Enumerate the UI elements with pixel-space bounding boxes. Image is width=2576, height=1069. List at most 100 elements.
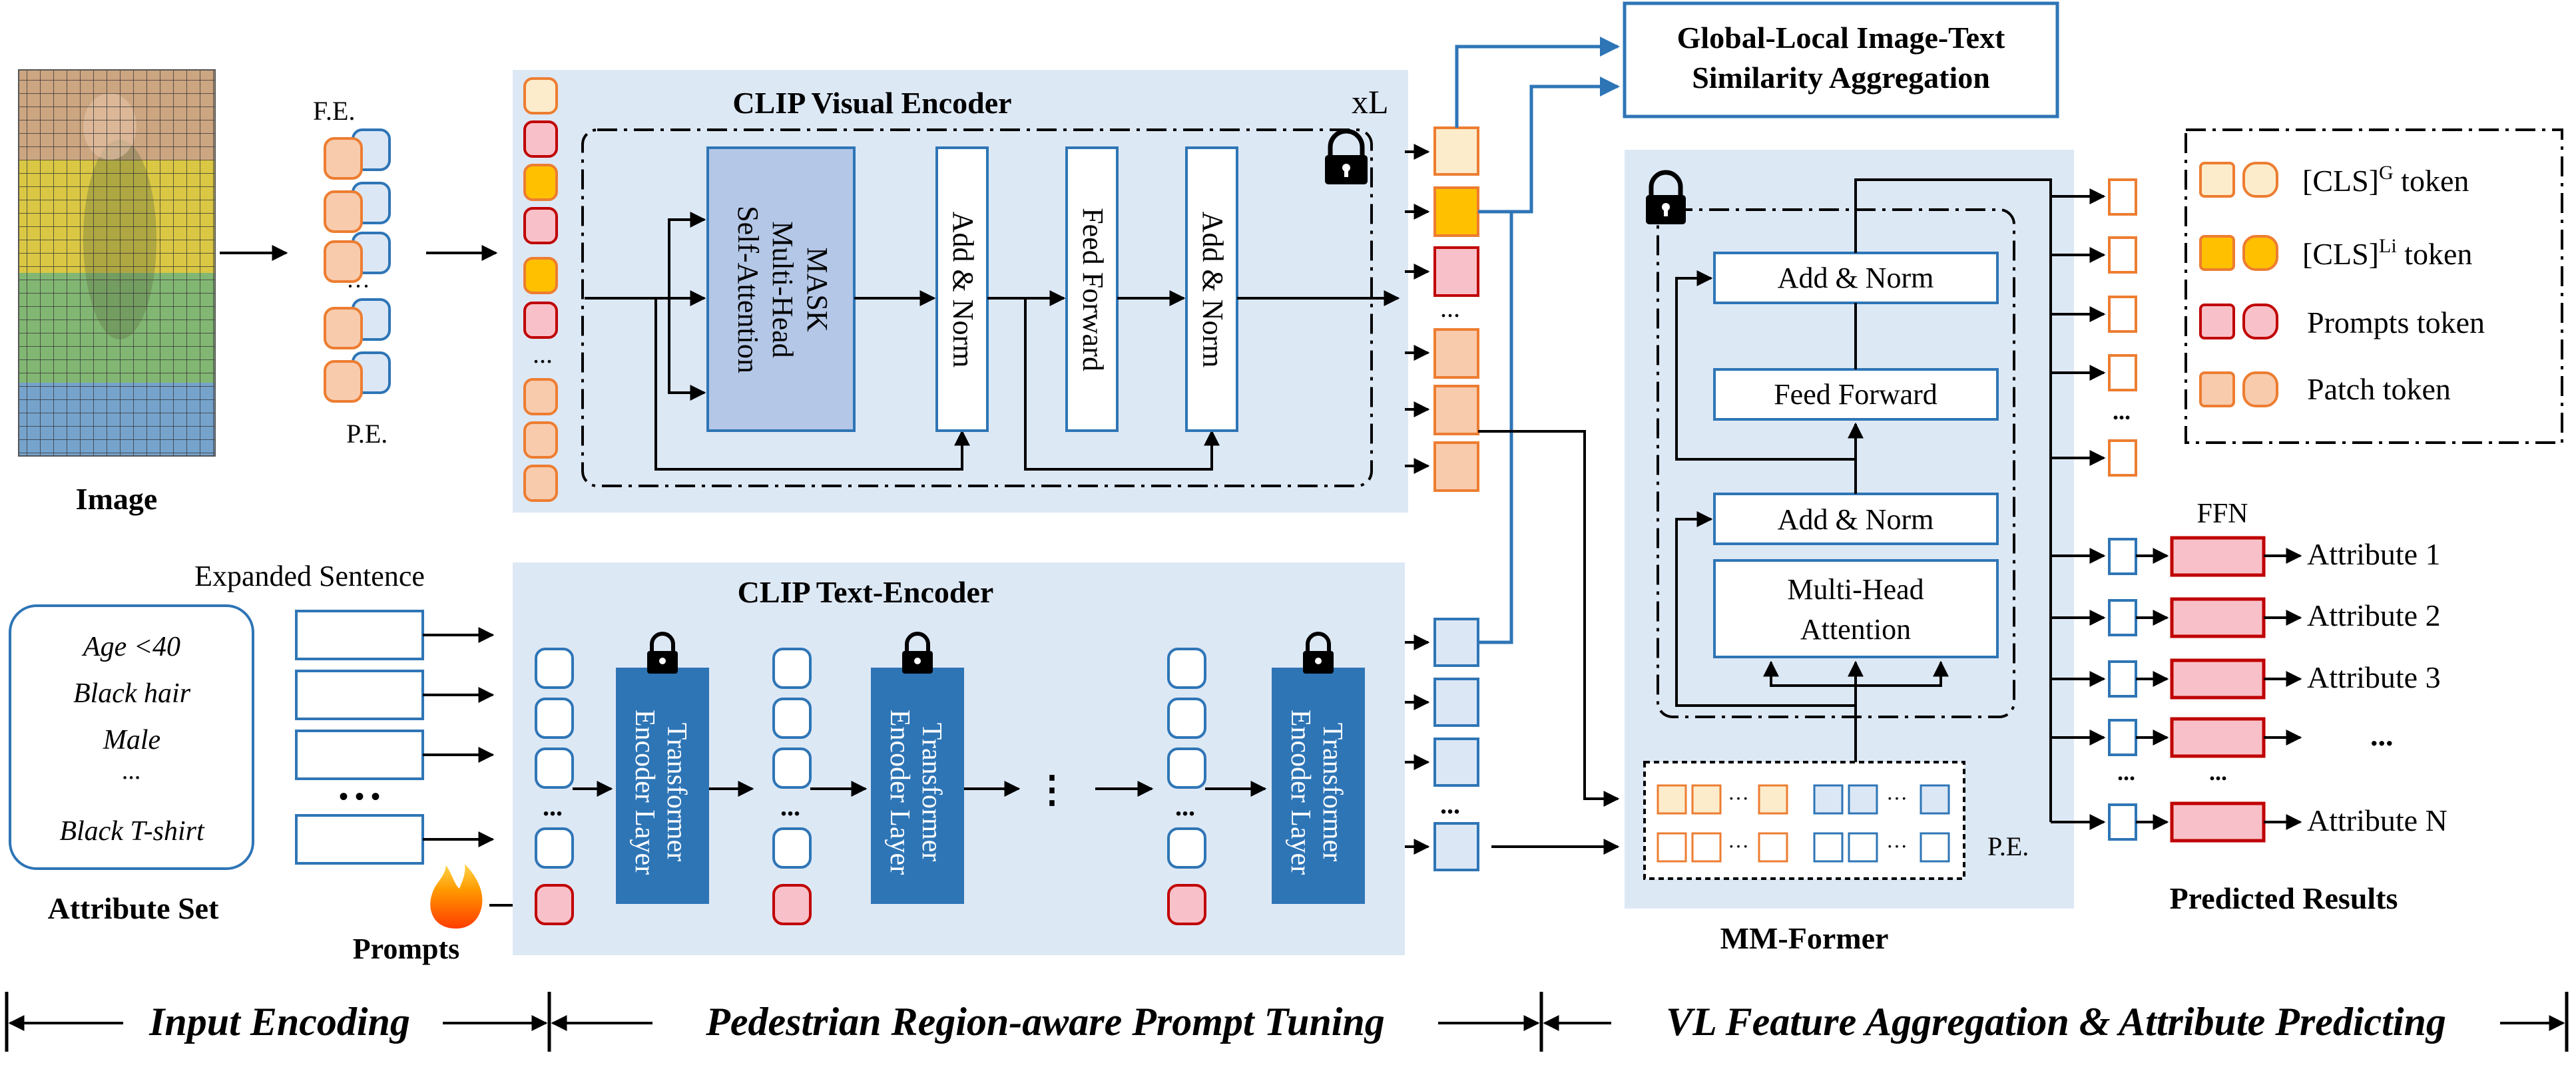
mm-token-dots: ··· <box>1886 786 1908 810</box>
lock-icon <box>1325 128 1368 184</box>
attribute-2-label: Attribute 2 <box>2307 598 2441 632</box>
visual-encoder-title: CLIP Visual Encoder <box>732 86 1011 120</box>
svg-text:Multi-Head: Multi-Head <box>766 221 799 357</box>
repeat-label: xL <box>1352 83 1389 120</box>
transformer-layer-3-label: Transformer Encoder Layer <box>1285 710 1348 875</box>
stage-aggregation-predicting: VL Feature Aggregation & Attribute Predi… <box>1666 1000 2446 1044</box>
mm-feed-forward <box>1713 368 1999 421</box>
pedestrian-image <box>18 69 216 457</box>
predicted-results-title: Predicted Results <box>2170 881 2398 915</box>
visual-output-dots: ... <box>1440 293 1460 323</box>
text-token-column-1: ... <box>535 648 574 925</box>
attribute-set-label: Attribute Set <box>48 891 219 925</box>
transformer-layer-1-label: Transformer Encoder Layer <box>629 710 692 875</box>
mm-former-block <box>1657 208 2015 718</box>
prediction-rows <box>2051 536 2302 843</box>
mm-add-norm-bottom <box>1713 493 1999 545</box>
mm-input-tokens <box>1657 784 1950 863</box>
fe-dots: ··· <box>346 273 370 300</box>
fe-label: F.E. <box>313 96 355 126</box>
legend-cls-g: [CLS]G token <box>2199 162 2469 198</box>
svg-text:...: ... <box>780 791 800 821</box>
patch-to-mmformer-arrow <box>1478 430 1620 807</box>
add-norm-2-label: Add & Norm <box>1196 212 1229 368</box>
mm-add-norm-bottom-label: Add & Norm <box>1778 503 1934 536</box>
svg-text:MASK: MASK <box>801 247 834 331</box>
cls-g-to-aggregation <box>1455 37 1620 128</box>
legend-prompts: Prompts token <box>2199 304 2485 339</box>
attribute-dots-label: ... <box>2370 718 2394 752</box>
skip-connection-2 <box>1024 298 1220 471</box>
svg-text:...: ... <box>543 791 563 821</box>
cls-li-to-aggregation <box>1478 77 1620 214</box>
mm-attention-line1: Multi-Head <box>1787 573 1924 606</box>
mm-token-dots: ··· <box>1886 834 1908 858</box>
mask-attention-block <box>706 146 856 432</box>
lock-icon <box>1303 632 1334 674</box>
image-label: Image <box>76 482 158 516</box>
patch-embedding-tokens <box>324 128 391 403</box>
mm-former-title: MM-Former <box>1720 921 1889 955</box>
attribute-3-label: Attribute 3 <box>2307 660 2441 694</box>
legend-cls-li: [CLS]Li token <box>2199 235 2472 271</box>
attribute-item: Male <box>103 725 160 755</box>
lock-icon <box>902 632 933 674</box>
text-encoder-title: CLIP Text-Encoder <box>738 575 994 609</box>
flame-icon <box>430 864 483 929</box>
residual-q <box>668 212 706 298</box>
text-output-tokens <box>1405 618 1479 871</box>
svg-text:[CLS]Li token: [CLS]Li token <box>2302 235 2472 271</box>
aggregation-line2: Similarity Aggregation <box>1692 61 1990 95</box>
visual-input-tokens <box>523 77 558 502</box>
mm-add-norm-top-label: Add & Norm <box>1778 262 1934 294</box>
stage-prompt-tuning: Pedestrian Region-aware Prompt Tuning <box>705 1000 1385 1044</box>
prediction-dots: ... <box>2117 759 2135 785</box>
feed-forward-label: Feed Forward <box>1077 208 1109 371</box>
aggregation-box <box>1623 1 2059 118</box>
residual-v <box>668 298 706 401</box>
transformer-layer-3 <box>1272 668 1365 904</box>
prediction-dots: ... <box>2209 759 2227 785</box>
middle-dots: ⋮ <box>1033 769 1071 811</box>
text-to-aggregation <box>1479 212 1513 644</box>
svg-text:Prompts token: Prompts token <box>2307 306 2485 339</box>
lock-icon <box>1646 170 1686 224</box>
mm-feed-forward-label: Feed Forward <box>1774 378 1937 411</box>
svg-text:[CLS]G token: [CLS]G token <box>2302 162 2469 198</box>
expanded-sentence-boxes <box>295 610 495 865</box>
attribute-n-label: Attribute N <box>2307 803 2447 837</box>
skip-connection-1 <box>654 298 970 471</box>
stage-input-encoding: Input Encoding <box>148 1000 410 1044</box>
transformer-layer-2 <box>871 668 964 904</box>
svg-text:Encoder Layer: Encoder Layer <box>884 710 915 875</box>
attribute-item: Black T-shirt <box>59 816 205 847</box>
svg-text:Transformer: Transformer <box>1317 723 1348 861</box>
visual-encoder-block <box>581 128 1373 487</box>
mm-output-line <box>1854 178 2052 822</box>
mm-attention-line2: Attention <box>1800 613 1911 646</box>
svg-text:Patch token: Patch token <box>2307 372 2451 406</box>
pe-label: P.E. <box>346 419 387 449</box>
mm-token-dots: ··· <box>1728 786 1749 810</box>
add-norm-1-block <box>935 146 989 432</box>
attribute-item: Age <40 <box>81 632 180 662</box>
ffn-label: FFN <box>2196 499 2248 529</box>
prompts-label: Prompts <box>353 933 460 965</box>
text-output-dots: ... <box>1440 789 1460 819</box>
attribute-item: ... <box>123 757 142 785</box>
mm-output-tokens <box>2051 178 2137 477</box>
mask-attention-label: MASK Multi-Head Self-Attention <box>732 206 834 373</box>
expanded-sentence-label: Expanded Sentence <box>194 560 425 592</box>
visual-input-dots: ... <box>533 339 553 369</box>
legend-patch: Patch token <box>2199 371 2451 407</box>
mm-input-q <box>1763 660 1856 687</box>
add-norm-2-block <box>1185 146 1238 432</box>
transformer-layer-2-label: Transformer Encoder Layer <box>884 710 947 875</box>
mm-residual-2 <box>1675 270 1856 461</box>
svg-text:...: ... <box>1175 791 1195 821</box>
svg-text:Self-Attention: Self-Attention <box>732 206 764 373</box>
attribute-set-box <box>9 604 254 870</box>
mm-pe-label: P.E. <box>1987 831 2029 861</box>
lock-icon <box>647 632 678 674</box>
